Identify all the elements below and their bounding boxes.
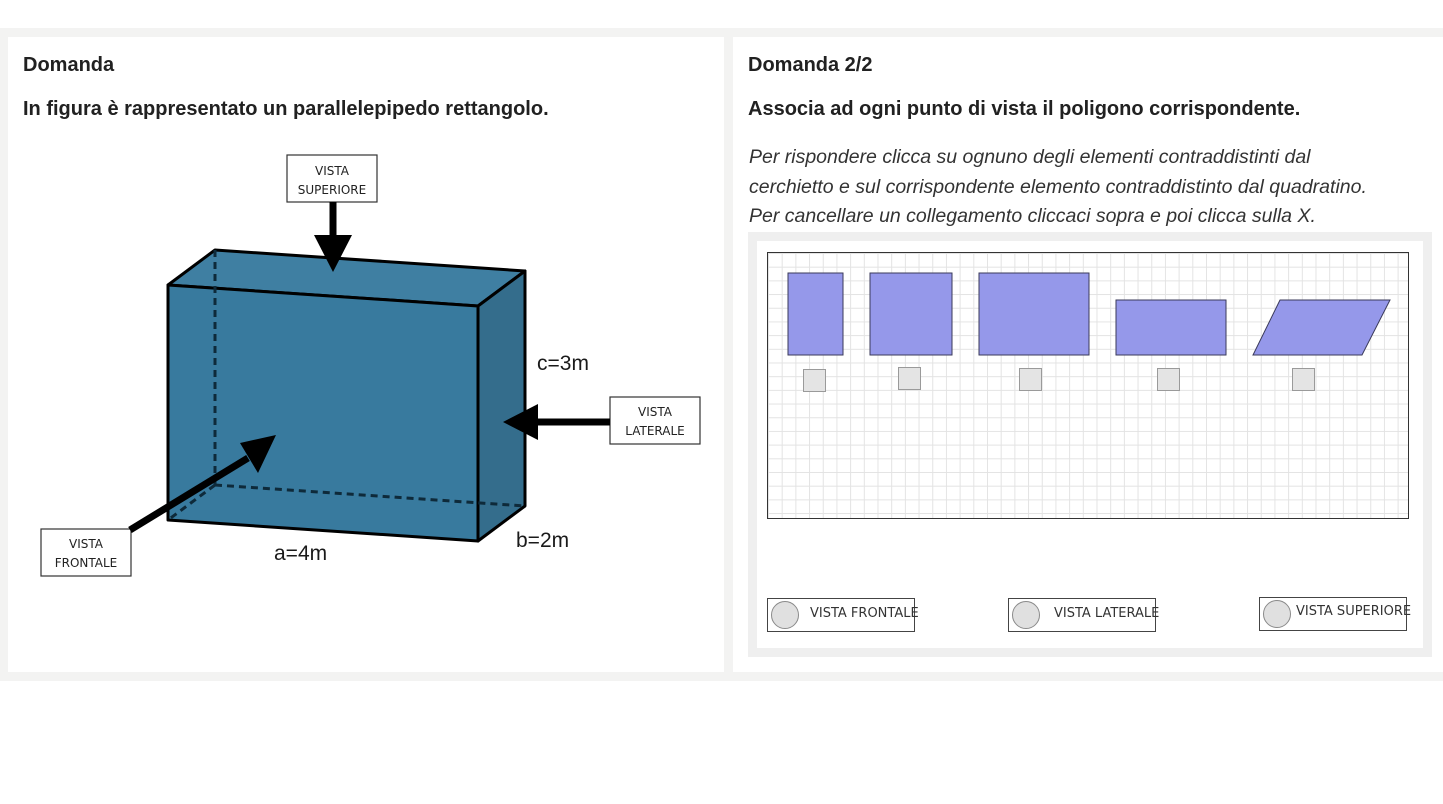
top-view-label-box: [286, 154, 378, 203]
view-option-label: VISTA SUPERIORE: [1296, 604, 1412, 619]
dimension-a-label: a=4m: [274, 542, 327, 565]
panel-title: Domanda: [23, 54, 115, 76]
side-view-label-line1: VISTA: [638, 405, 673, 419]
polygon-parallelogram[interactable]: [1252, 299, 1391, 356]
view-option-frontale[interactable]: VISTA FRONTALE: [767, 598, 919, 632]
square-target-3[interactable]: [1019, 368, 1042, 391]
question-text: In figura è rappresentato un parallelepi…: [23, 98, 549, 120]
panel-title: Domanda 2/2: [748, 54, 873, 76]
question-text: Associa ad ogni punto di vista il poligo…: [748, 98, 1301, 120]
matching-canvas: VISTA FRONTALE VISTA LATERALE VISTA SUPE…: [757, 241, 1423, 648]
polygon-square[interactable]: [869, 272, 953, 356]
instruction-line: cerchietto e sul corrispondente elemento…: [749, 175, 1367, 198]
polygons-layer: [787, 272, 1391, 356]
dimension-b-label: b=2m: [516, 529, 569, 552]
dimension-c-label: c=3m: [537, 352, 589, 375]
view-option-label: VISTA FRONTALE: [810, 606, 919, 621]
hidden-edge-back-bottom: [214, 483, 526, 508]
instruction-line: Per rispondere clicca su ognuno degli el…: [749, 146, 1311, 168]
instructions: Per rispondere clicca su ognuno degli el…: [749, 143, 1429, 232]
polygon-rectangle-narrow[interactable]: [787, 272, 844, 356]
side-view-label-box: [609, 396, 701, 445]
square-target-1[interactable]: [803, 369, 826, 392]
question-panel-right: Domanda 2/2 Associa ad ogni punto di vis…: [733, 37, 1443, 672]
front-view-label-line2: FRONTALE: [55, 556, 118, 570]
polygon-rectangle-wide[interactable]: [1115, 299, 1227, 356]
shapes-grid: [767, 252, 1409, 519]
square-target-5[interactable]: [1292, 368, 1315, 391]
hidden-edge-depth: [167, 483, 216, 522]
top-view-label-line1: VISTA: [315, 164, 350, 178]
view-option-superiore[interactable]: VISTA SUPERIORE: [1259, 597, 1411, 631]
front-view-arrow-head: [240, 435, 276, 473]
side-view-arrow-head: [503, 404, 538, 440]
top-view-arrow-head: [314, 235, 352, 272]
front-view-label-box: [40, 528, 132, 577]
circle-target[interactable]: [771, 601, 799, 629]
question-panel-left: Domanda In figura è rappresentato un par…: [8, 37, 724, 672]
square-target-4[interactable]: [1157, 368, 1180, 391]
instruction-line: Per cancellare un collegamento cliccaci …: [749, 205, 1316, 227]
polygon-rectangle-tall[interactable]: [978, 272, 1090, 356]
box-side-face: [476, 269, 527, 543]
square-target-2[interactable]: [898, 367, 921, 390]
matching-exercise: VISTA FRONTALE VISTA LATERALE VISTA SUPE…: [748, 232, 1432, 657]
circle-target[interactable]: [1263, 600, 1291, 628]
front-view-arrow-shaft: [128, 455, 250, 533]
front-view-label-line1: VISTA: [69, 537, 104, 551]
view-option-laterale[interactable]: VISTA LATERALE: [1008, 598, 1160, 632]
view-option-label: VISTA LATERALE: [1054, 606, 1160, 621]
circle-target[interactable]: [1012, 601, 1040, 629]
parallelepiped-figure: VISTA SUPERIORE VISTA LATERALE VISTA FRO…: [40, 154, 701, 577]
top-view-label-line2: SUPERIORE: [298, 183, 366, 197]
side-view-label-line2: LATERALE: [625, 424, 684, 438]
box-front-face: [166, 283, 480, 543]
